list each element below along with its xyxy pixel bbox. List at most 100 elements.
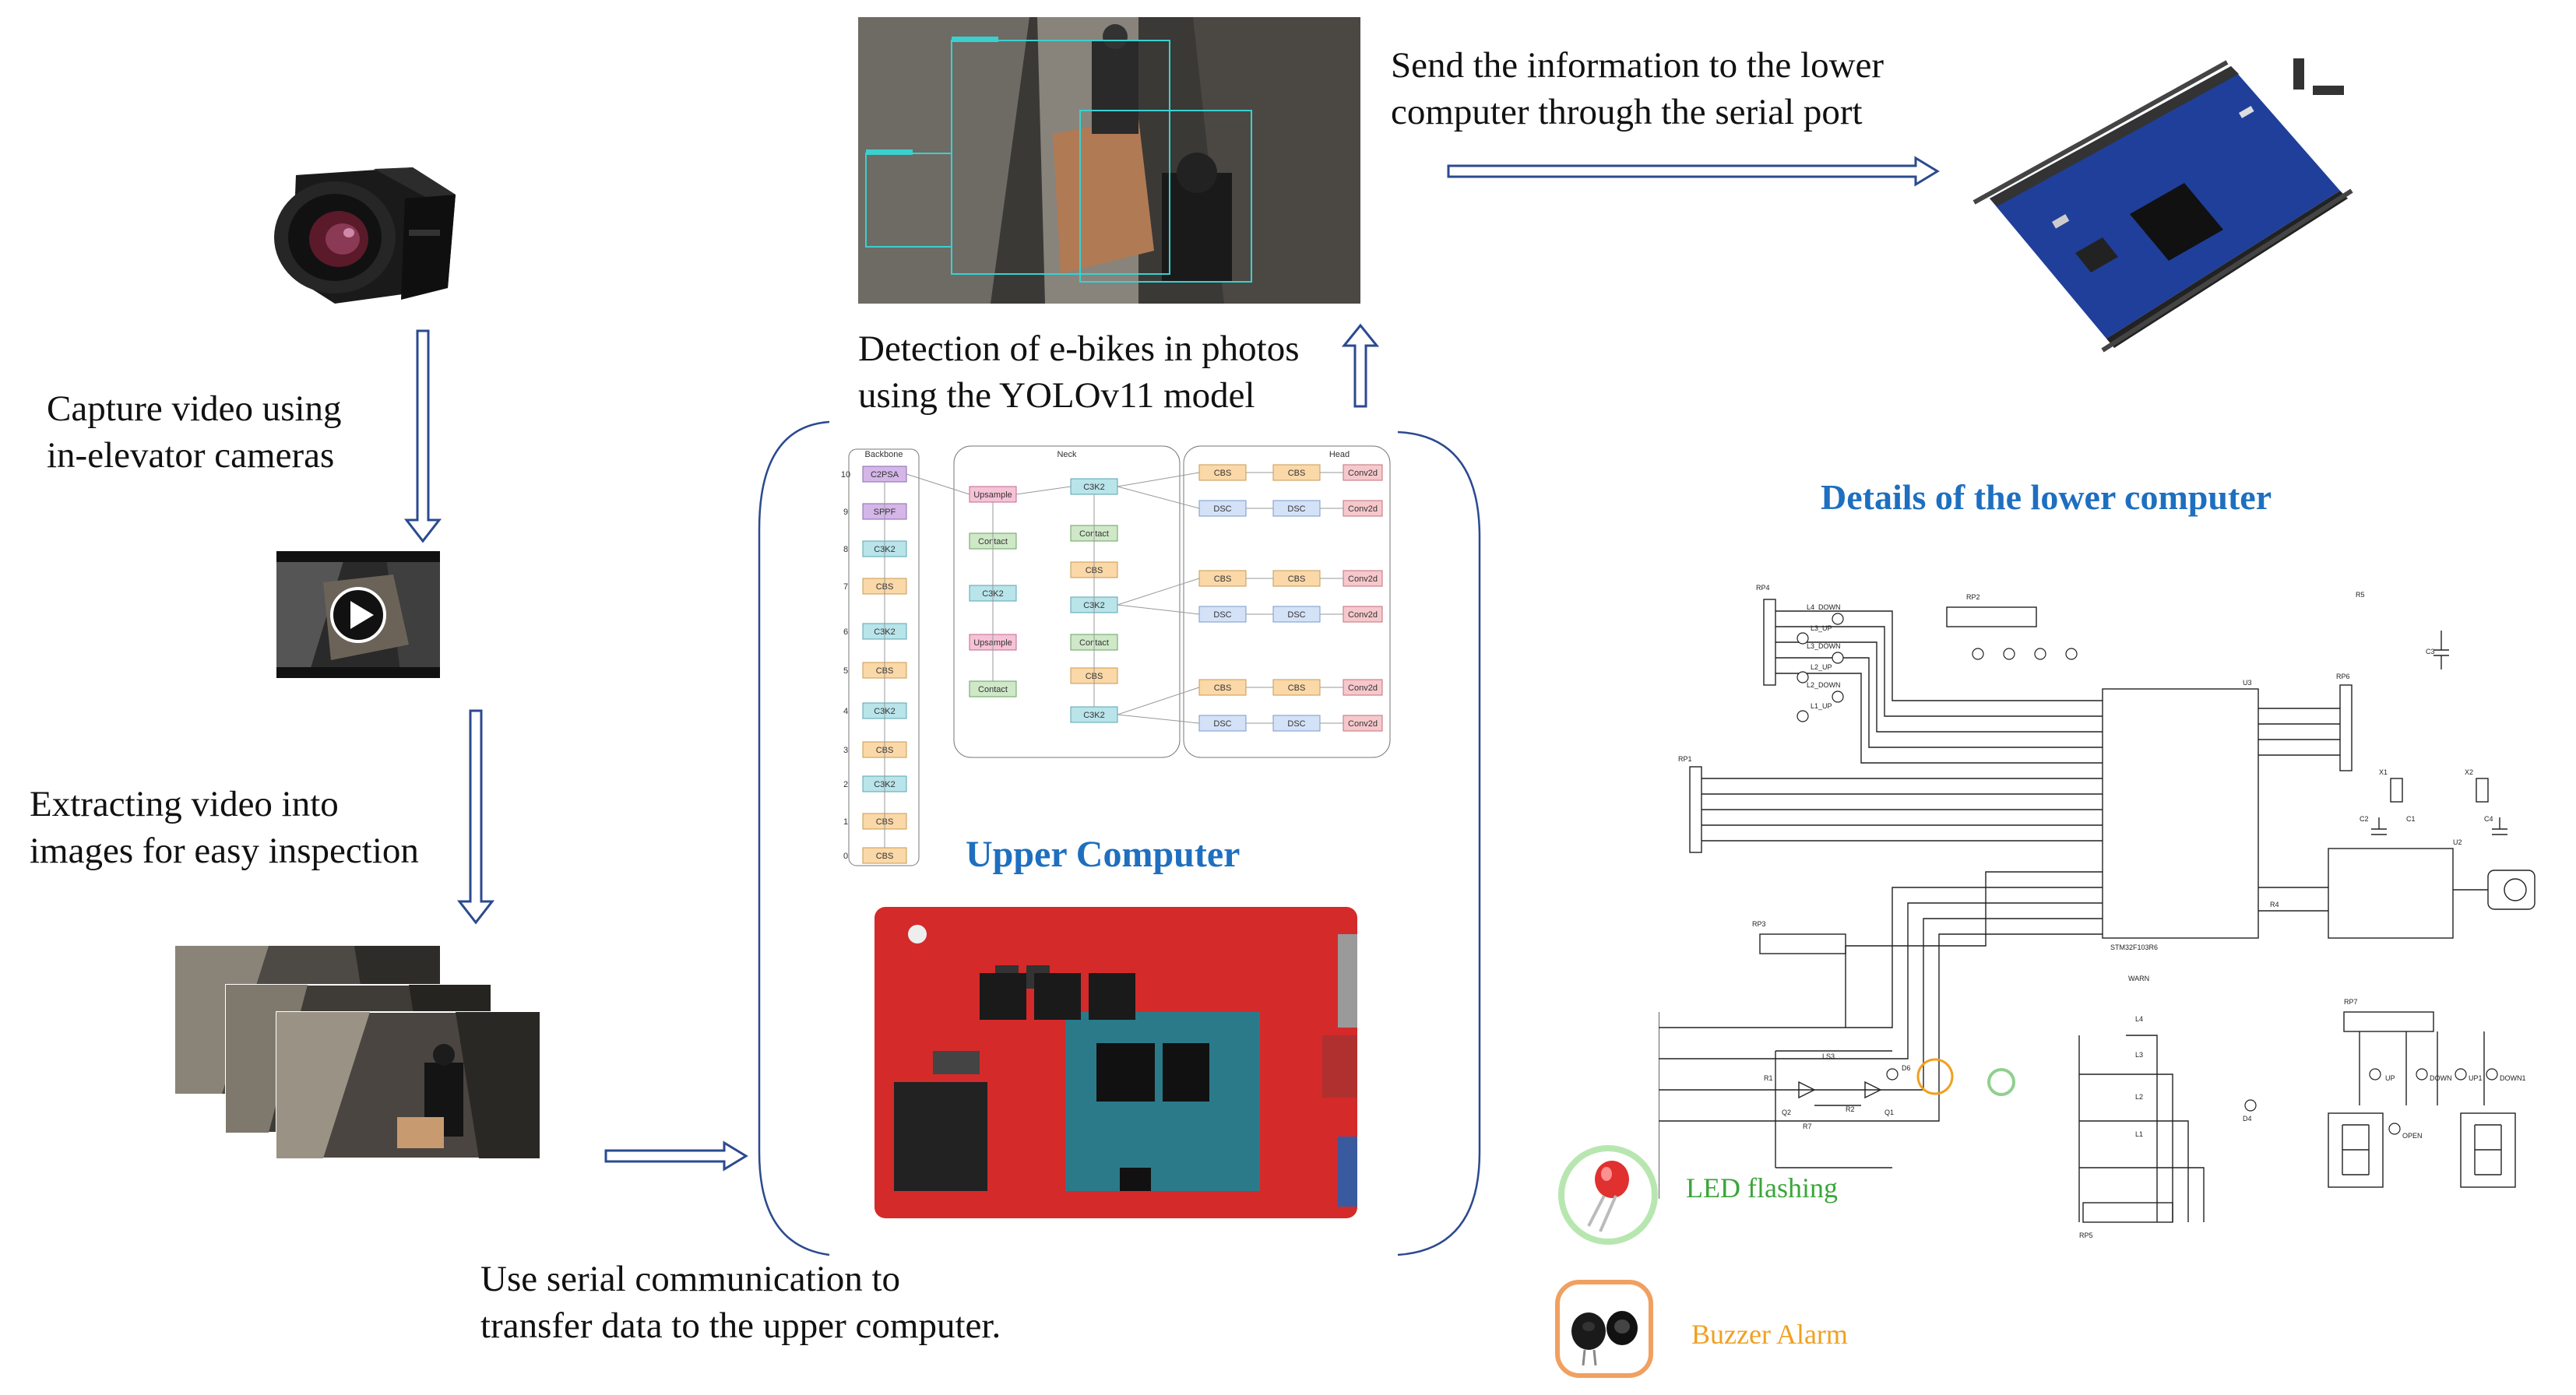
svg-text:Upsample: Upsample bbox=[973, 490, 1012, 500]
buzzer-alarm-label: Buzzer Alarm bbox=[1691, 1319, 1848, 1350]
svg-text:CBS: CBS bbox=[1288, 469, 1306, 478]
svg-text:OPEN: OPEN bbox=[2402, 1132, 2423, 1140]
svg-text:UP1: UP1 bbox=[2469, 1074, 2483, 1082]
svg-text:1: 1 bbox=[843, 817, 848, 827]
svg-text:DOWN1: DOWN1 bbox=[2500, 1074, 2526, 1082]
buzzer-highlight bbox=[1916, 1058, 1954, 1095]
svg-text:Conv2d: Conv2d bbox=[1348, 610, 1378, 620]
svg-text:L3: L3 bbox=[2135, 1051, 2143, 1059]
svg-text:4: 4 bbox=[843, 707, 848, 716]
svg-text:L1_UP: L1_UP bbox=[1811, 702, 1832, 710]
svg-text:D6: D6 bbox=[1902, 1064, 1911, 1072]
svg-text:Conv2d: Conv2d bbox=[1348, 575, 1378, 584]
svg-text:L2_DOWN: L2_DOWN bbox=[1807, 681, 1841, 689]
lower-computer-schematic: RP4 RP2 RP1 RP3 RP5 RP6 RP7 R5 C3 U3 X1 … bbox=[1659, 584, 2536, 1239]
frame-stack bbox=[175, 946, 540, 1159]
backbone-blocks: C2PSA 10 SPPF 9 C3K2 8 CBS 7 C3K2 6 CBS … bbox=[841, 466, 907, 864]
svg-text:R5: R5 bbox=[2356, 591, 2365, 599]
svg-text:CBS: CBS bbox=[1214, 469, 1232, 478]
net-section-head: Head bbox=[1329, 450, 1350, 459]
neck-right-blocks: C3K2 Contact CBS C3K2 Contact CBS C3K2 bbox=[906, 473, 1118, 723]
svg-text:U3: U3 bbox=[2243, 679, 2252, 687]
svg-text:C1: C1 bbox=[2406, 815, 2416, 823]
bb-10: C2PSA bbox=[871, 470, 899, 480]
svg-text:RP5: RP5 bbox=[2079, 1232, 2093, 1239]
svg-text:0: 0 bbox=[843, 852, 848, 861]
svg-text:Conv2d: Conv2d bbox=[1348, 683, 1378, 693]
lower-computer-board bbox=[1972, 58, 2353, 353]
led-flashing-label: LED flashing bbox=[1686, 1172, 1838, 1203]
yolo-network-diagram: Backbone Neck Head C2PSA 10 SPPF 9 C3K2 … bbox=[833, 440, 1394, 876]
svg-text:CBS: CBS bbox=[1288, 575, 1306, 584]
svg-text:RP3: RP3 bbox=[1752, 920, 1766, 928]
svg-text:L2_UP: L2_UP bbox=[1811, 663, 1832, 671]
svg-text:L2: L2 bbox=[2135, 1093, 2143, 1101]
arrow-detection-to-lower bbox=[1447, 156, 1940, 187]
svg-text:L4_DOWN: L4_DOWN bbox=[1807, 603, 1841, 611]
svg-text:3: 3 bbox=[843, 746, 848, 755]
svg-text:C2: C2 bbox=[2360, 815, 2369, 823]
svg-text:L3_DOWN: L3_DOWN bbox=[1807, 642, 1841, 650]
svg-text:RP7: RP7 bbox=[2344, 998, 2358, 1006]
svg-text:Q1: Q1 bbox=[1884, 1109, 1894, 1116]
svg-text:C3K2: C3K2 bbox=[1083, 711, 1105, 720]
play-icon bbox=[350, 601, 374, 629]
svg-text:DSC: DSC bbox=[1213, 504, 1231, 514]
svg-text:LS3: LS3 bbox=[1822, 1052, 1835, 1060]
svg-text:DSC: DSC bbox=[1287, 504, 1305, 514]
svg-text:5: 5 bbox=[843, 666, 848, 676]
svg-text:6: 6 bbox=[843, 627, 848, 637]
svg-text:R4: R4 bbox=[2270, 901, 2279, 908]
svg-text:WARN: WARN bbox=[2128, 975, 2149, 982]
led-icon bbox=[1558, 1145, 1658, 1245]
svg-text:R2: R2 bbox=[1846, 1105, 1855, 1113]
lower-computer-details-title: Details of the lower computer bbox=[1821, 477, 2272, 517]
svg-text:RP2: RP2 bbox=[1966, 593, 1980, 601]
svg-text:CBS: CBS bbox=[1214, 683, 1232, 693]
arrow-video-to-frames bbox=[456, 709, 495, 925]
bb-0: CBS bbox=[876, 852, 894, 861]
buzzer-icon bbox=[1555, 1280, 1653, 1378]
led-highlight bbox=[1987, 1068, 2015, 1096]
svg-text:Conv2d: Conv2d bbox=[1348, 504, 1378, 514]
svg-text:D4: D4 bbox=[2243, 1115, 2252, 1123]
svg-text:CBS: CBS bbox=[1288, 683, 1306, 693]
svg-text:2: 2 bbox=[843, 780, 848, 789]
svg-text:RP6: RP6 bbox=[2336, 673, 2350, 680]
svg-text:R1: R1 bbox=[1764, 1074, 1773, 1082]
svg-text:X2: X2 bbox=[2465, 768, 2473, 776]
svg-text:CBS: CBS bbox=[1214, 575, 1232, 584]
svg-text:DSC: DSC bbox=[1287, 610, 1305, 620]
svg-text:Conv2d: Conv2d bbox=[1348, 719, 1378, 729]
detection-photo bbox=[858, 17, 1360, 304]
upper-computer-bracket bbox=[758, 420, 1481, 1256]
svg-text:X1: X1 bbox=[2379, 768, 2388, 776]
caption-capture-video: Capture video using in-elevator cameras bbox=[47, 388, 342, 476]
svg-text:DOWN: DOWN bbox=[2430, 1074, 2452, 1082]
arrow-camera-to-video bbox=[403, 329, 442, 543]
svg-text:10: 10 bbox=[841, 470, 850, 480]
svg-text:RP1: RP1 bbox=[1678, 755, 1692, 763]
svg-text:C3K2: C3K2 bbox=[1083, 483, 1105, 492]
svg-text:C4: C4 bbox=[2484, 815, 2493, 823]
svg-text:Conv2d: Conv2d bbox=[1348, 469, 1378, 478]
svg-text:U2: U2 bbox=[2453, 838, 2462, 846]
camera-image bbox=[274, 167, 456, 304]
svg-text:DSC: DSC bbox=[1213, 719, 1231, 729]
arrow-frames-to-upper bbox=[604, 1140, 748, 1172]
svg-text:DSC: DSC bbox=[1287, 719, 1305, 729]
svg-text:C3: C3 bbox=[2426, 648, 2435, 655]
svg-text:DSC: DSC bbox=[1213, 610, 1231, 620]
net-section-neck: Neck bbox=[1057, 450, 1077, 459]
svg-text:R7: R7 bbox=[1803, 1123, 1812, 1130]
svg-text:L1: L1 bbox=[2135, 1130, 2143, 1138]
caption-extract-frames: Extracting video into images for easy in… bbox=[30, 784, 419, 871]
svg-text:L4: L4 bbox=[2135, 1015, 2143, 1023]
svg-text:7: 7 bbox=[843, 582, 848, 592]
caption-send-lower: Send the information to the lower comput… bbox=[1391, 45, 1884, 132]
svg-text:STM32F103R6: STM32F103R6 bbox=[2110, 943, 2158, 951]
head-blocks: CBS CBS Conv2d DSC DSC Conv2d CBS CBS Co… bbox=[1117, 464, 1383, 732]
svg-text:L3_UP: L3_UP bbox=[1811, 624, 1832, 632]
svg-text:Contact: Contact bbox=[978, 685, 1008, 694]
